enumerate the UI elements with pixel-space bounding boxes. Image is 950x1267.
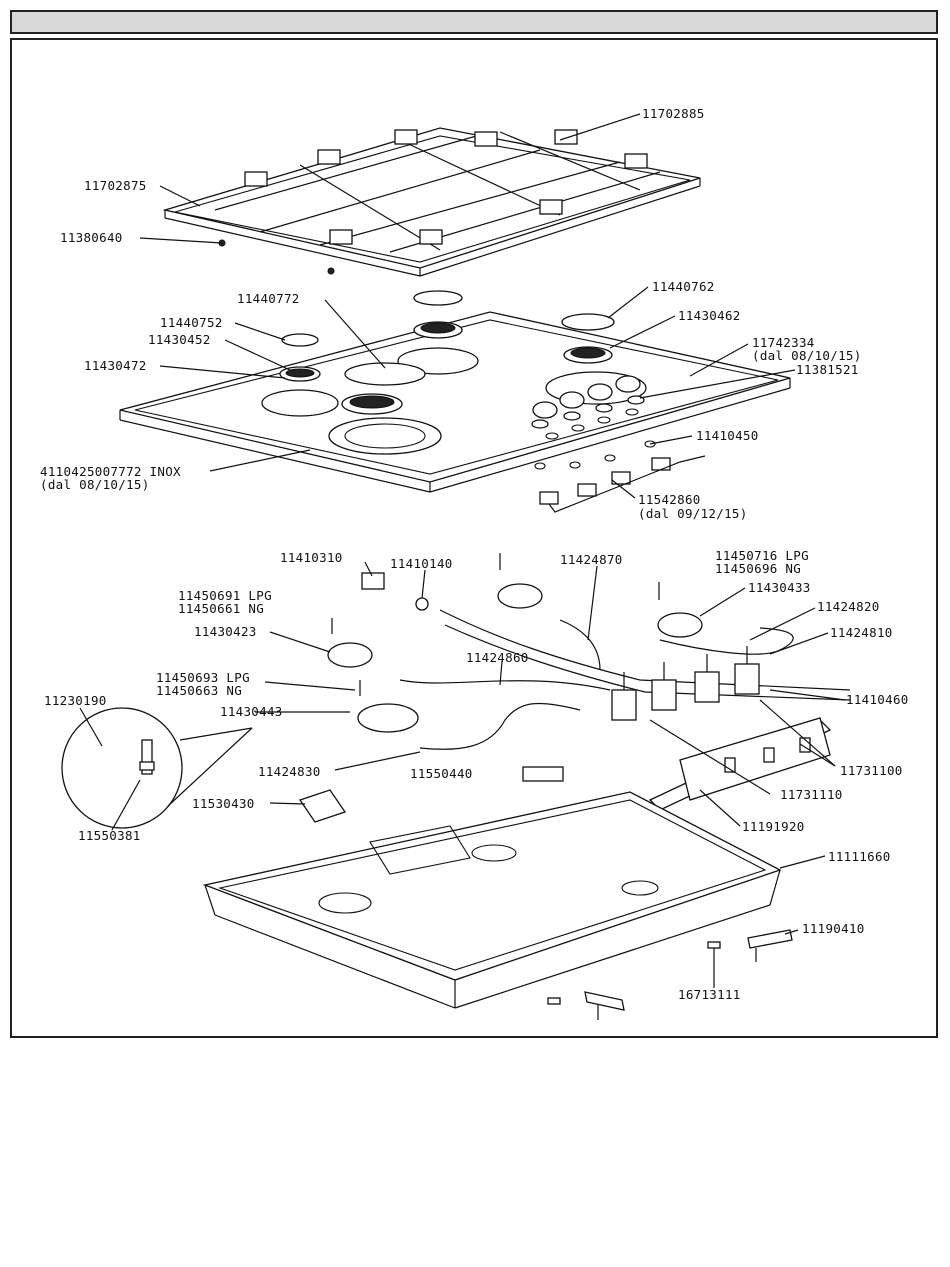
label-11230190: 11230190 — [44, 693, 107, 708]
label-11410460: 11410460 — [846, 692, 909, 707]
label-4110425007772-date: (dal 08/10/15) — [40, 477, 150, 492]
label-11191920: 11191920 — [742, 819, 805, 834]
label-11410140: 11410140 — [390, 556, 453, 571]
label-11190410: 11190410 — [802, 921, 865, 936]
detail-magnifier — [61, 707, 253, 829]
burner-caps — [281, 290, 615, 386]
label-11702885: 11702885 — [642, 106, 705, 121]
pan-support-grid — [162, 127, 701, 277]
label-11702875: 11702875 — [84, 178, 147, 193]
label-11424810: 11424810 — [830, 625, 893, 640]
label-11430443: 11430443 — [220, 704, 283, 719]
label-11450663-ng: 11450663 NG — [156, 683, 242, 698]
label-11424860: 11424860 — [466, 650, 529, 665]
label-11731110: 11731110 — [780, 787, 843, 802]
label-11440762: 11440762 — [652, 279, 715, 294]
cooktop-top-plate — [119, 311, 791, 493]
diagram-header-bar — [10, 10, 938, 34]
label-11430462: 11430462 — [678, 308, 741, 323]
label-11380640: 11380640 — [60, 230, 123, 245]
label-11430452: 11430452 — [148, 332, 211, 347]
label-11742334: 11742334 — [752, 335, 815, 350]
label-11424870: 11424870 — [560, 552, 623, 567]
label-11410310: 11410310 — [280, 550, 343, 565]
label-11550381: 11550381 — [78, 828, 141, 843]
label-11450716-lpg: 11450716 LPG — [715, 548, 809, 563]
gas-valves — [611, 646, 760, 721]
label-11542860: 11542860 — [638, 492, 701, 507]
label-11440772: 11440772 — [237, 291, 300, 306]
label-11410450: 11410450 — [696, 428, 759, 443]
label-11430472: 11430472 — [84, 358, 147, 373]
label-11450696-ng: 11450696 NG — [715, 561, 801, 576]
label-11542860-date: (dal 09/12/15) — [638, 506, 748, 521]
label-11731100: 11731100 — [840, 763, 903, 778]
label-11381521: 11381521 — [796, 362, 859, 377]
control-knobs — [532, 375, 641, 440]
gas-manifold-assembly — [327, 553, 851, 811]
label-11424830: 11424830 — [258, 764, 321, 779]
label-11430433: 11430433 — [748, 580, 811, 595]
terminal-block — [298, 789, 347, 823]
label-11424820: 11424820 — [817, 599, 880, 614]
label-11742334-date: (dal 08/10/15) — [752, 348, 862, 363]
spark-module — [522, 766, 564, 782]
label-11440752: 11440752 — [160, 315, 223, 330]
burner-crowns — [279, 321, 613, 415]
label-11550440: 11550440 — [410, 766, 473, 781]
label-4110425007772-inox: 4110425007772 INOX — [40, 464, 181, 479]
fixing-clips — [547, 929, 793, 1020]
leader-lines — [79, 113, 846, 988]
label-11450691-lpg: 11450691 LPG — [178, 588, 272, 603]
label-11450661-ng: 11450661 NG — [178, 601, 264, 616]
part-number-labels: 11702885 11702875 11380640 11440772 1144… — [40, 106, 909, 1002]
label-11111660: 11111660 — [828, 849, 891, 864]
label-11530430: 11530430 — [192, 796, 255, 811]
base-tray — [202, 791, 782, 1009]
label-11450693-lpg: 11450693 LPG — [156, 670, 250, 685]
label-11430423: 11430423 — [194, 624, 257, 639]
label-16713111: 16713111 — [678, 987, 741, 1002]
